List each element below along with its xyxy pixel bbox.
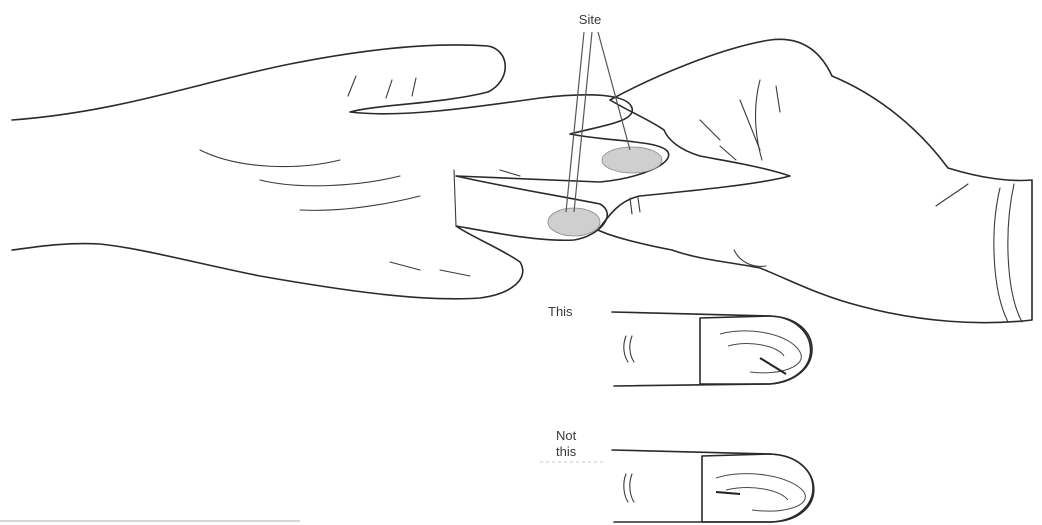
not-this-label-line-1: Not bbox=[556, 428, 577, 443]
operator-gloved-hand bbox=[598, 39, 1032, 322]
not-this-label-line-2: this bbox=[556, 444, 577, 459]
correct-site-finger bbox=[612, 312, 812, 386]
this-label: This bbox=[548, 304, 573, 319]
site-label: Site bbox=[579, 12, 601, 27]
site-pointer-line-3 bbox=[598, 32, 630, 150]
site-pointer-line-2 bbox=[574, 32, 592, 212]
puncture-site-middle-finger bbox=[602, 147, 662, 173]
incorrect-site-finger bbox=[540, 450, 814, 522]
site-pointer-line-1 bbox=[566, 32, 584, 212]
puncture-site-ring-finger bbox=[548, 208, 600, 236]
